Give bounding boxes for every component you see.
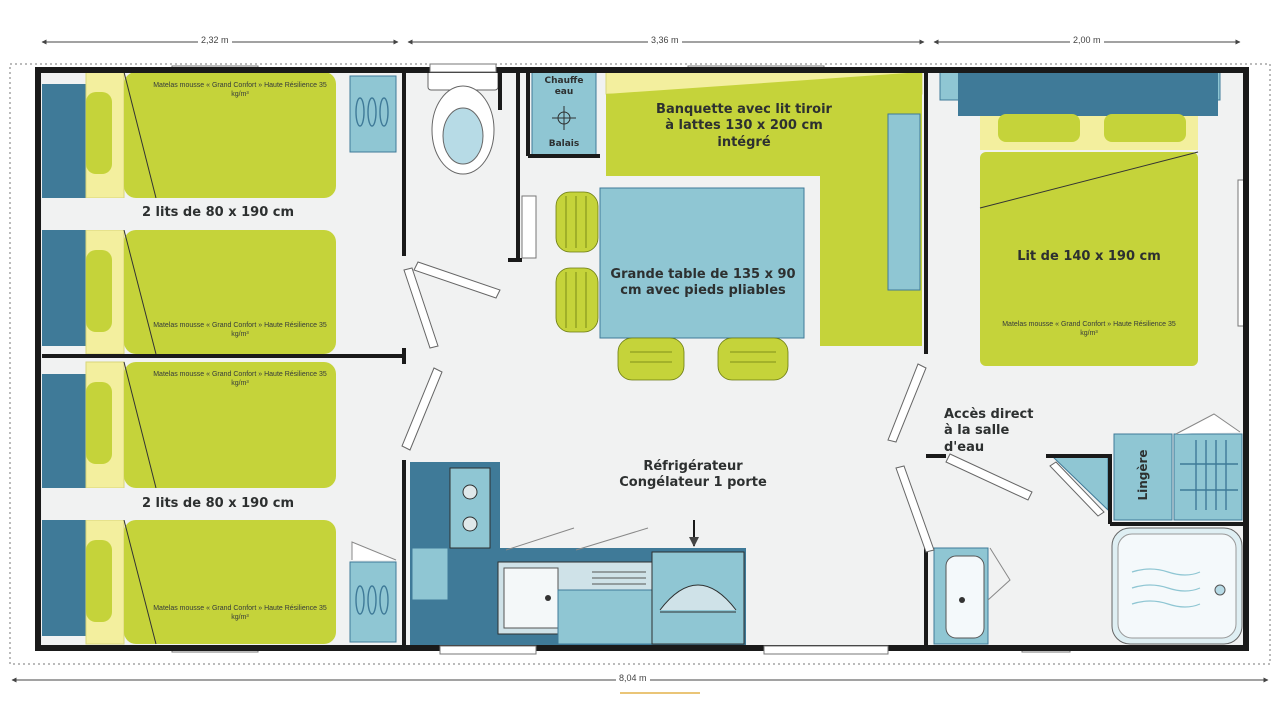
wardrobe	[349, 561, 397, 643]
dimension-total: 8,04 m	[616, 673, 650, 683]
bed	[124, 362, 336, 488]
fridge-label: Réfrigérateur Congélateur 1 porte	[619, 459, 767, 491]
linen-label: Lingère	[1136, 449, 1150, 501]
pillow	[86, 250, 112, 332]
windows	[429, 63, 889, 655]
pillow	[86, 540, 112, 622]
bathroom-access-label: Accès direct à la salle d'eau	[944, 407, 1034, 455]
mattress-label: Matelas mousse « Grand Confort » Haute R…	[1002, 321, 1176, 338]
mattress-label: Matelas mousse « Grand Confort » Haute R…	[153, 82, 327, 99]
pillow	[86, 382, 112, 464]
bed	[124, 520, 336, 644]
twin-beds-label-top: 2 lits de 80 x 190 cm	[141, 205, 295, 220]
dimension-left: 2,32 m	[198, 35, 232, 45]
mattress-label: Matelas mousse « Grand Confort » Haute R…	[153, 371, 327, 388]
pillow	[86, 92, 112, 174]
pillow	[1104, 114, 1186, 142]
table-label: Grande table de 135 x 90 cm avec pieds p…	[610, 267, 796, 299]
bench	[605, 65, 923, 346]
bathroom	[933, 413, 1243, 653]
dimension-right: 2,00 m	[1070, 35, 1104, 45]
wc	[427, 67, 499, 175]
bench-label: Banquette avec lit tiroir à lattes 130 x…	[656, 102, 832, 150]
walls	[35, 67, 1249, 651]
mattress-label: Matelas mousse « Grand Confort » Haute R…	[153, 322, 327, 339]
kitchen	[410, 462, 746, 646]
table	[521, 187, 805, 381]
twin-bedroom-bottom	[42, 361, 397, 653]
master-bedroom	[939, 71, 1249, 366]
water-heater-label: Chauffe eau	[544, 76, 584, 98]
broom-label: Balais	[548, 139, 580, 149]
double-bed-label: Lit de 140 x 190 cm	[1017, 249, 1161, 264]
doors	[401, 261, 1105, 553]
twin-bedroom-top	[42, 65, 397, 355]
cooktop	[449, 467, 491, 549]
wardrobe	[349, 75, 397, 153]
bed	[980, 152, 1198, 366]
interior-walls	[42, 70, 1244, 646]
bed	[124, 230, 336, 354]
bed	[124, 72, 336, 198]
twin-beds-label-bottom: 2 lits de 80 x 190 cm	[141, 496, 295, 511]
outer-frame	[9, 63, 1271, 665]
mattress-label: Matelas mousse « Grand Confort » Haute R…	[153, 605, 327, 622]
pillow	[998, 114, 1080, 142]
linen-cupboard	[1113, 433, 1173, 521]
dimension-middle: 3,36 m	[648, 35, 682, 45]
